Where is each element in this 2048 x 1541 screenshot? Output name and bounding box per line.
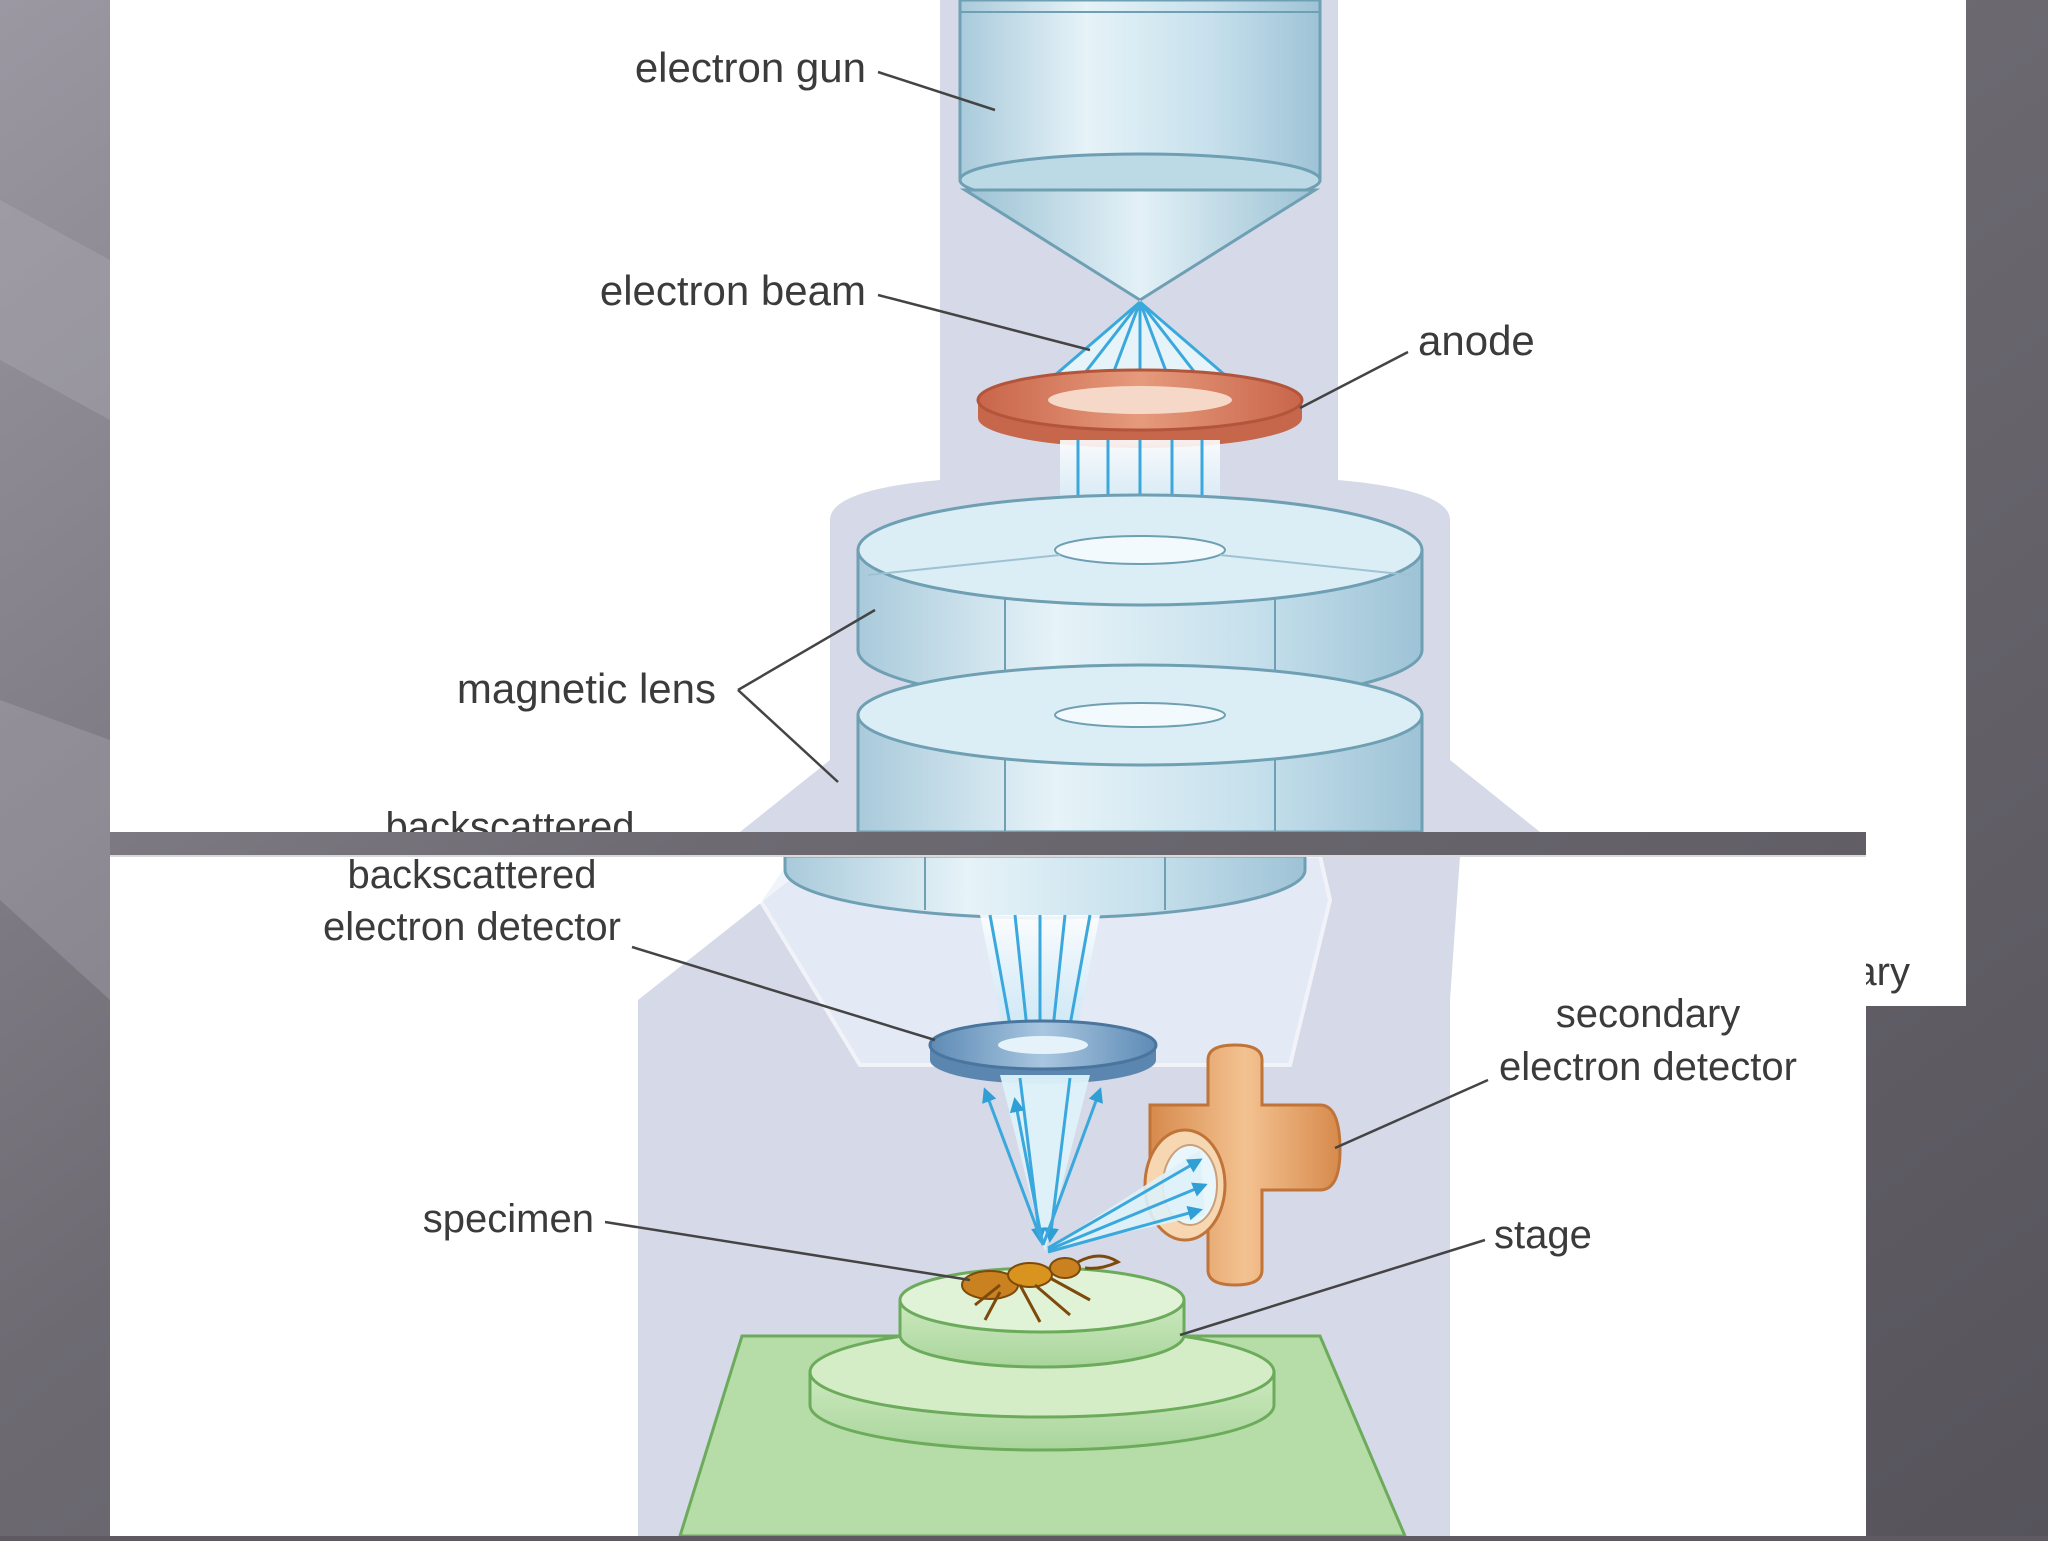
magnetic-lens-lower [858,665,1422,832]
backscattered-detector [930,1021,1156,1084]
label-anode: anode [1418,317,1535,364]
top-diagram-panel: electron gun electron beam anode magneti… [110,0,1966,849]
label-magnetic-lens: magnetic lens [457,665,716,712]
bottom-diagram-panel: backscattered electron detector secondar… [110,853,1866,1536]
label-specimen: specimen [423,1197,594,1241]
label-electron-gun: electron gun [635,44,866,91]
label-secondary-line2: electron detector [1499,1045,1797,1089]
label-electron-beam: electron beam [600,267,866,314]
label-stage: stage [1494,1213,1592,1257]
anode-ring [978,370,1302,448]
label-backscattered-line2: electron detector [323,905,621,949]
label-secondary-line1: secondary [1556,992,1741,1036]
label-backscattered-line1: backscattered [347,853,596,897]
